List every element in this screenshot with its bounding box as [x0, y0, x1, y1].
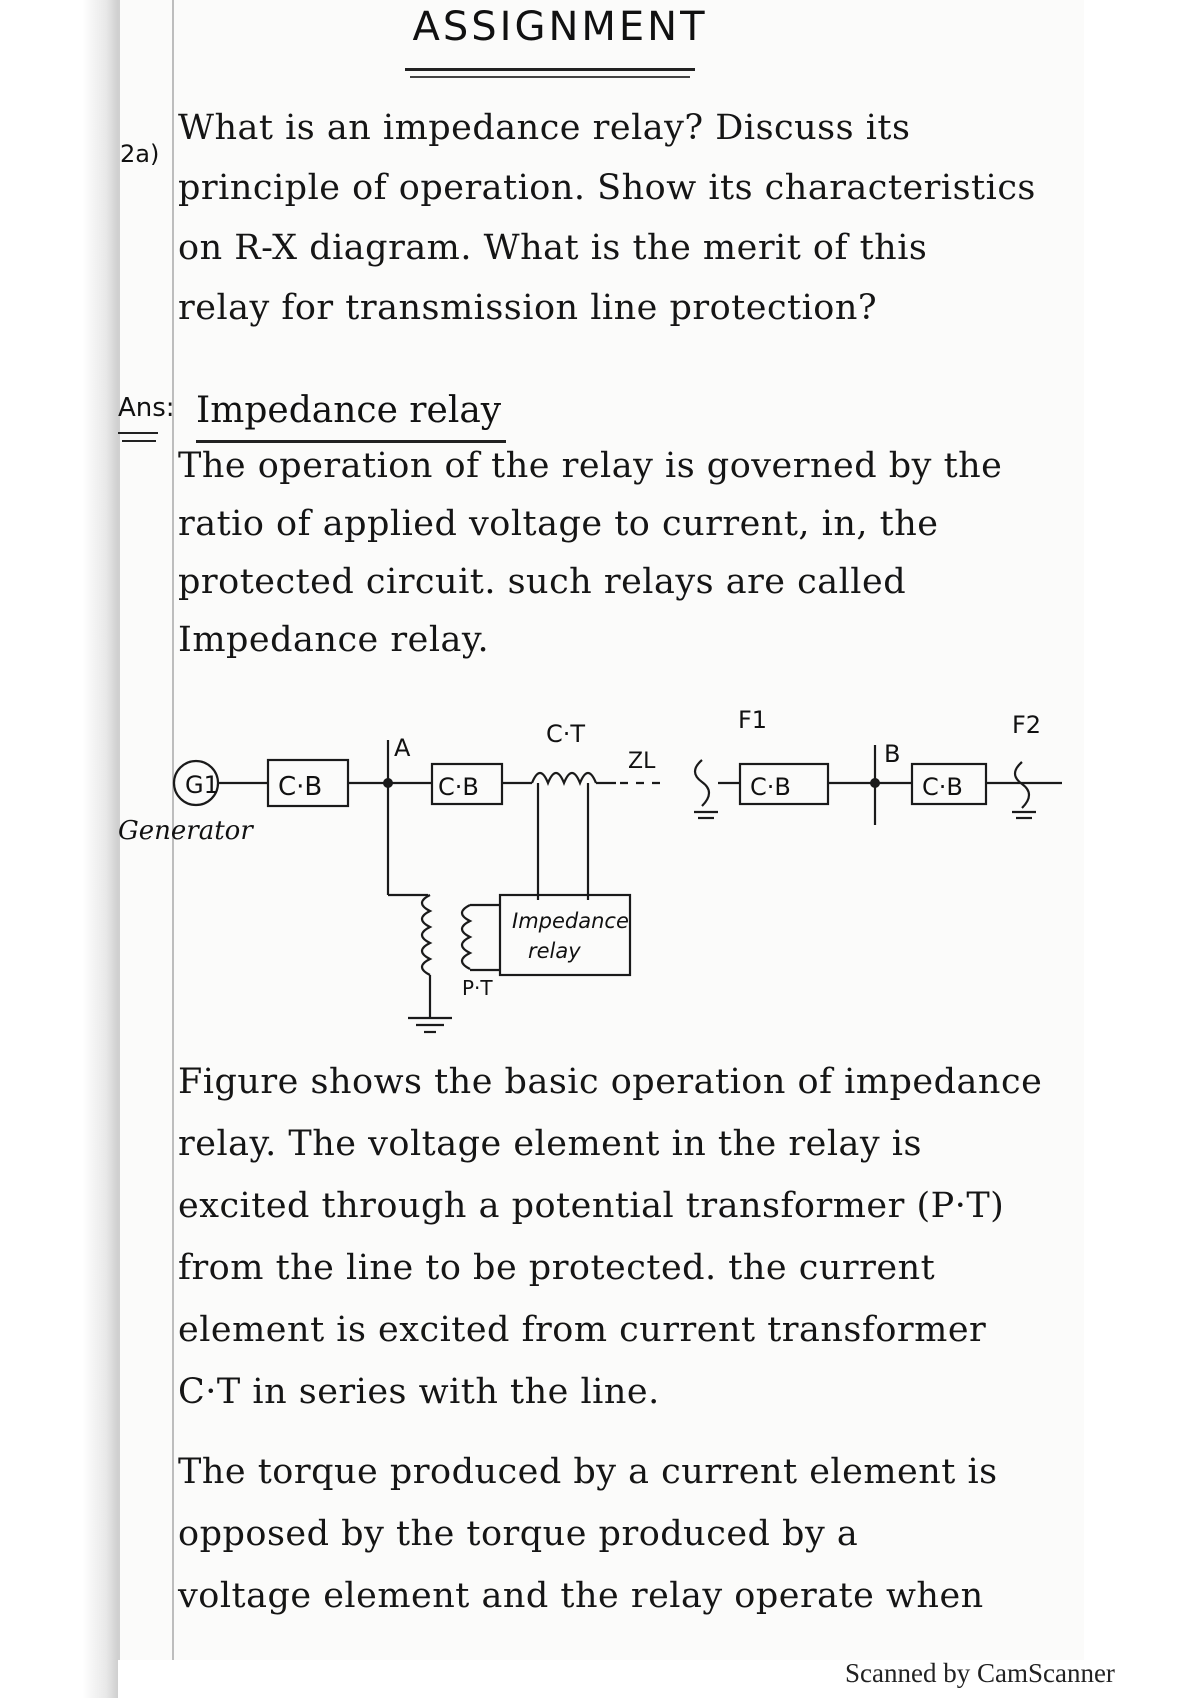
heading-underline — [196, 440, 506, 443]
paragraph-line: The torque produced by a current element… — [178, 1452, 998, 1492]
answer-label-underline — [118, 432, 158, 434]
bus-b-node — [870, 778, 880, 788]
pt-label: P·T — [462, 976, 493, 1000]
breaker-label: C·B — [278, 772, 322, 802]
scan-shadow — [0, 0, 118, 1698]
bus-b-label: B — [884, 740, 900, 768]
paragraph-line: voltage element and the relay operate wh… — [178, 1576, 984, 1616]
paragraph-line: C·T in series with the line. — [178, 1372, 660, 1412]
margin-line — [172, 0, 174, 1660]
bus-a-label: A — [394, 734, 411, 762]
relay-label: relay — [528, 939, 581, 963]
paragraph-line: relay. The voltage element in the relay … — [178, 1124, 922, 1164]
bus-a-node — [383, 778, 393, 788]
breaker-label: C·B — [750, 773, 791, 801]
paragraph-line: opposed by the torque produced by a — [178, 1514, 859, 1554]
scanner-watermark: Scanned by CamScanner — [845, 1658, 1115, 1688]
impedance-relay-box — [498, 893, 632, 977]
paragraph-line: element is excited from current transfor… — [178, 1310, 987, 1350]
f1-label: F1 — [738, 706, 767, 734]
fault-f2-symbol — [1013, 761, 1031, 809]
paragraph-line: Impedance relay. — [178, 620, 490, 660]
relay-label: Impedance — [512, 909, 629, 933]
f2-label: F2 — [1012, 711, 1041, 739]
title-underline — [405, 68, 695, 71]
question-line: on R-X diagram. What is the merit of thi… — [178, 228, 928, 268]
question-line: relay for transmission line protection? — [178, 288, 878, 328]
generator-label: G1 — [185, 771, 219, 799]
question-line: What is an impedance relay? Discuss its — [178, 108, 911, 148]
potential-transformer-secondary — [460, 904, 473, 970]
paragraph-line: The operation of the relay is governed b… — [178, 446, 1003, 486]
paragraph-line: protected circuit. such relays are calle… — [178, 562, 907, 602]
paragraph-line: Figure shows the basic operation of impe… — [178, 1062, 1043, 1102]
breaker-label: C·B — [438, 773, 479, 801]
answer-label: Ans: — [118, 393, 175, 423]
current-transformer — [530, 771, 598, 786]
generator-caption: Generator — [118, 816, 253, 846]
paragraph-line: ratio of applied voltage to current, in,… — [178, 504, 939, 544]
title-underline-second — [410, 76, 690, 78]
potential-transformer-primary — [420, 894, 433, 976]
question-line: principle of operation. Show its charact… — [178, 168, 1036, 208]
zl-label: ZL — [628, 749, 656, 774]
breaker-label: C·B — [922, 773, 963, 801]
question-number: 2a) — [120, 140, 160, 168]
paragraph-line: excited through a potential transformer … — [178, 1186, 1005, 1226]
page-title: ASSIGNMENT — [412, 4, 708, 50]
fault-f1-symbol — [693, 759, 711, 807]
paragraph-line: from the line to be protected. the curre… — [178, 1248, 936, 1288]
notebook-paper — [118, 0, 1084, 1660]
answer-heading: Impedance relay — [196, 390, 502, 431]
answer-label-underline-second — [122, 440, 156, 442]
ct-label: C·T — [546, 720, 585, 748]
